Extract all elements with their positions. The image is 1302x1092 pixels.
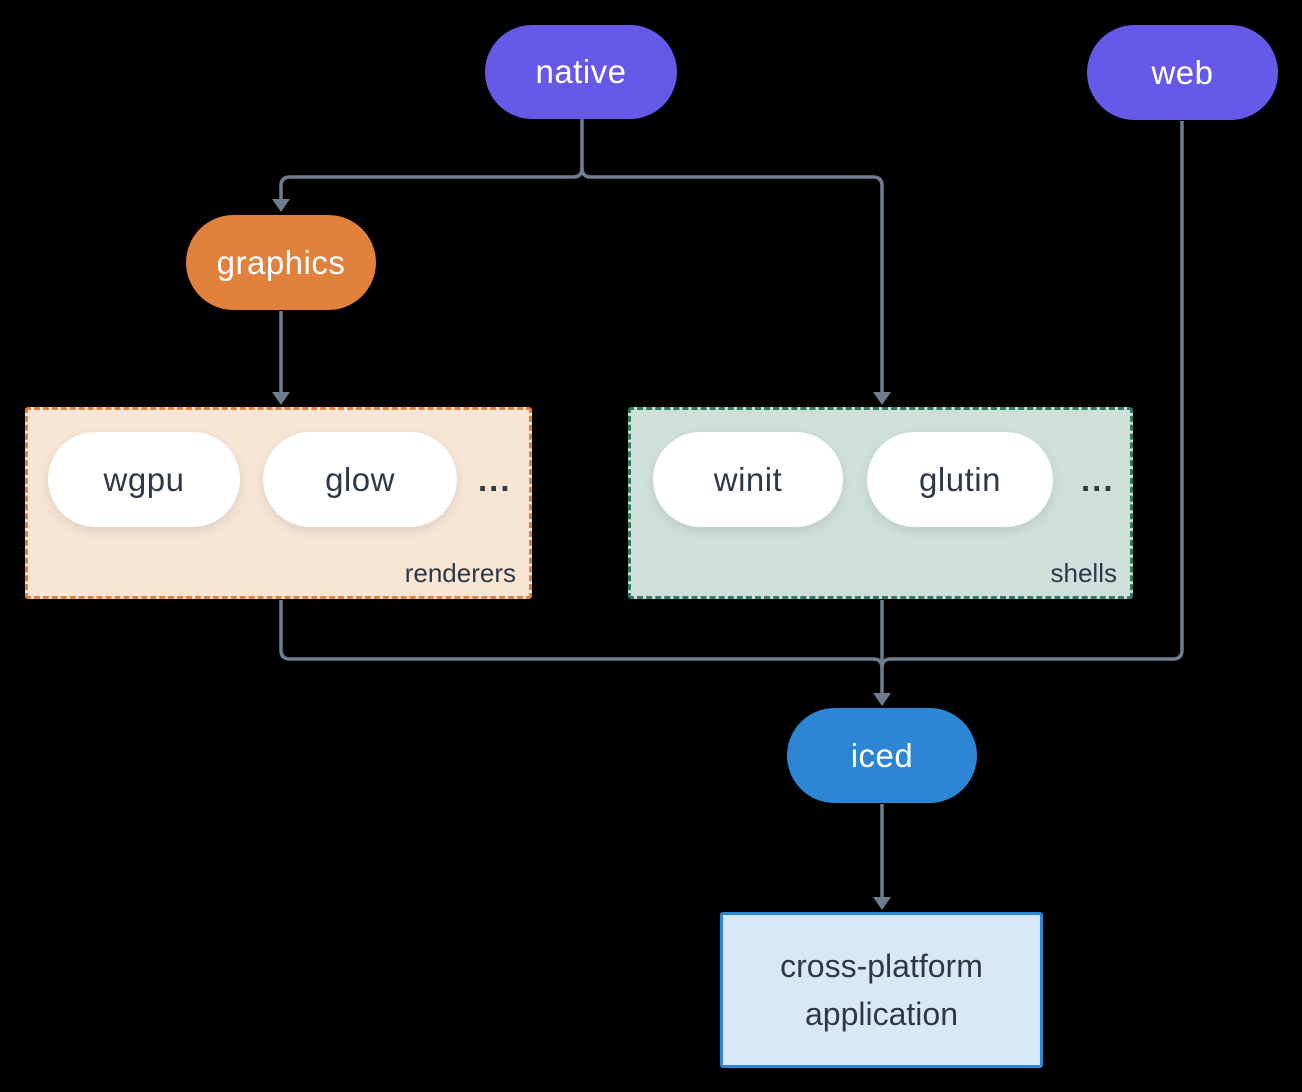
- node-web: web: [1087, 25, 1278, 120]
- node-graphics: graphics: [186, 215, 376, 310]
- node-iced: iced: [787, 708, 977, 803]
- arrowhead-renderers: [272, 392, 290, 405]
- node-cross-platform-application: cross-platform application: [720, 912, 1043, 1068]
- node-glow-label: glow: [325, 460, 395, 498]
- node-glutin: glutin: [867, 432, 1053, 527]
- node-graphics-label: graphics: [216, 243, 346, 281]
- node-web-label: web: [1151, 53, 1214, 91]
- arrowhead-shells: [873, 392, 891, 405]
- edge-renderers-merge: [279, 600, 884, 669]
- renderers-group-label: renderers: [404, 558, 516, 588]
- node-cross-platform-application-label: cross-platform application: [780, 948, 983, 1032]
- node-iced-label: iced: [850, 736, 914, 774]
- renderers-ellipsis: ...: [478, 460, 512, 498]
- node-wgpu-label: wgpu: [103, 460, 185, 498]
- group-shells: winit glutin ... shells: [628, 407, 1133, 599]
- node-winit-label: winit: [713, 460, 783, 498]
- arrowhead-iced: [873, 693, 891, 706]
- edge-native-graphics: [279, 119, 584, 199]
- node-wgpu: wgpu: [48, 432, 240, 527]
- node-native: native: [485, 25, 677, 119]
- edge-native-shells: [580, 167, 884, 392]
- node-winit: winit: [653, 432, 843, 527]
- shells-ellipsis: ...: [1081, 460, 1115, 498]
- shells-group-label: shells: [1050, 558, 1117, 588]
- node-glutin-label: glutin: [919, 460, 1001, 498]
- group-renderers: wgpu glow ... renderers: [25, 407, 532, 599]
- arrowhead-graphics: [272, 199, 290, 212]
- arrowhead-application: [873, 897, 891, 910]
- node-native-label: native: [535, 53, 627, 90]
- node-glow: glow: [263, 432, 457, 527]
